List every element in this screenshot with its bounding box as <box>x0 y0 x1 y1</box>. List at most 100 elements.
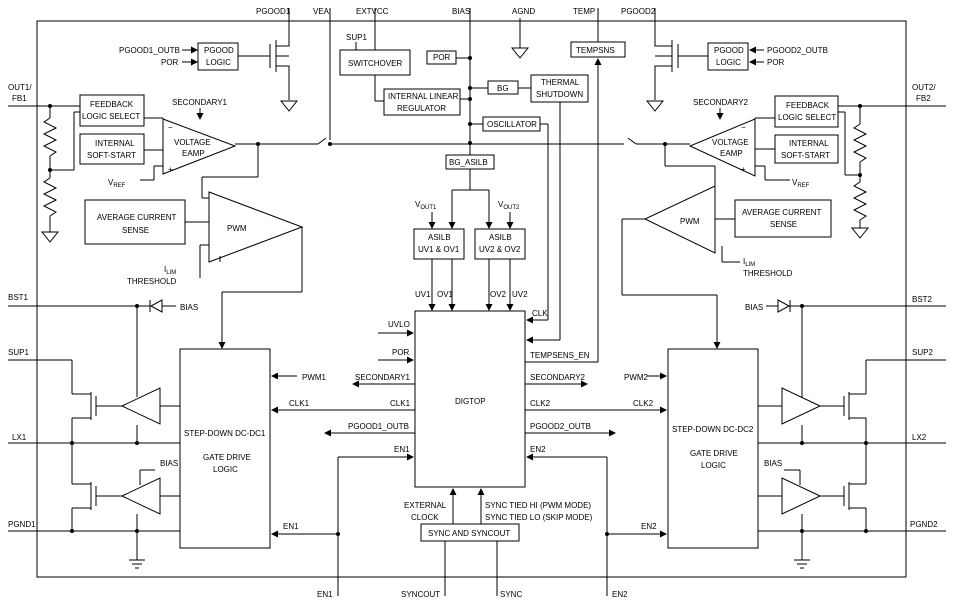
svg-text:AVERAGE CURRENT: AVERAGE CURRENT <box>97 213 177 222</box>
stepdown2-section: STEP-DOWN DC-DC2 GATE DRIVE LOGIC PWM2 E… <box>605 348 759 549</box>
svg-text:SECONDARY2: SECONDARY2 <box>693 98 749 107</box>
svg-text:PGOOD: PGOOD <box>204 46 234 55</box>
svg-text:PGOOD2_OUTB: PGOOD2_OUTB <box>530 422 591 431</box>
pin-agnd: AGND <box>512 7 535 16</box>
svg-text:AVERAGE CURRENT: AVERAGE CURRENT <box>742 208 822 217</box>
svg-text:LOGIC SELECT: LOGIC SELECT <box>82 112 140 121</box>
svg-text:CLOCK: CLOCK <box>411 513 439 522</box>
svg-text:LOGIC: LOGIC <box>716 58 741 67</box>
svg-text:VOUT1: VOUT1 <box>415 200 437 211</box>
bottom-pins: EN1 SYNCOUT SYNC EN2 <box>317 590 628 599</box>
channel2-feedback: OUT2/ FB2 FEEDBACK LOGIC SELECT INTERNAL… <box>470 83 946 239</box>
svg-text:EN2: EN2 <box>612 590 628 599</box>
svg-text:FB1: FB1 <box>12 94 27 103</box>
svg-text:EAMP: EAMP <box>182 149 205 158</box>
digtop-block <box>414 310 526 488</box>
svg-text:FEEDBACK: FEEDBACK <box>786 101 830 110</box>
svg-text:SYNC AND SYNCOUT: SYNC AND SYNCOUT <box>428 529 510 538</box>
svg-text:BIAS: BIAS <box>180 303 198 312</box>
svg-text:BG_ASILB: BG_ASILB <box>449 158 488 167</box>
svg-text:OUT2/: OUT2/ <box>912 83 936 92</box>
svg-text:SWITCHOVER: SWITCHOVER <box>348 59 402 68</box>
soft-start-1 <box>79 133 145 165</box>
svg-text:UV2: UV2 <box>512 290 528 299</box>
pgood2-outb-input: PGOOD2_OUTB <box>767 46 828 55</box>
svg-text:FB2: FB2 <box>916 94 931 103</box>
svg-text:OV2: OV2 <box>490 290 507 299</box>
svg-text:TEMPSNS: TEMPSNS <box>576 46 615 55</box>
digtop-section: DIGTOP CLK TEMPSENS_EN UVLO POR SECONDAR… <box>271 58 667 596</box>
svg-text:EAMP: EAMP <box>720 149 743 158</box>
svg-text:OUT1/: OUT1/ <box>8 83 32 92</box>
svg-text:OSCILLATOR: OSCILLATOR <box>487 120 537 129</box>
tempsns-block <box>570 41 626 58</box>
svg-text:PWM: PWM <box>227 224 247 233</box>
svg-text:GATE DRIVE: GATE DRIVE <box>203 453 251 462</box>
svg-text:BST1: BST1 <box>8 293 29 302</box>
svg-text:LX2: LX2 <box>912 433 927 442</box>
svg-text:SYNC: SYNC <box>500 590 522 599</box>
svg-text:SENSE: SENSE <box>770 220 797 229</box>
svg-text:SYNCOUT: SYNCOUT <box>401 590 440 599</box>
asilb-section: VOUT1 VOUT2 ASILB UV1 & OV1 ASILB UV2 & … <box>413 200 528 311</box>
svg-text:PWM: PWM <box>680 217 700 226</box>
svg-text:SOFT-START: SOFT-START <box>781 151 830 160</box>
svg-text:BIAS: BIAS <box>160 459 178 468</box>
svg-text:CLK: CLK <box>532 309 548 318</box>
svg-text:VOLTAGE: VOLTAGE <box>174 138 211 147</box>
svg-text:FEEDBACK: FEEDBACK <box>90 100 134 109</box>
svg-text:CLK1: CLK1 <box>289 399 310 408</box>
svg-text:EN1: EN1 <box>317 590 333 599</box>
svg-text:CLK1: CLK1 <box>390 399 411 408</box>
svg-text:VREF: VREF <box>108 178 126 189</box>
por-input-1: POR <box>161 58 179 67</box>
svg-text:ASILB: ASILB <box>428 233 451 242</box>
svg-text:LOGIC: LOGIC <box>701 461 726 470</box>
svg-text:BST2: BST2 <box>912 295 933 304</box>
svg-text:ASILB: ASILB <box>489 233 512 242</box>
svg-text:SHUTDOWN: SHUTDOWN <box>536 90 583 99</box>
pin-vea: VEA <box>313 7 330 16</box>
svg-text:−: − <box>741 123 746 132</box>
svg-text:INTERNAL: INTERNAL <box>95 139 135 148</box>
asilb1-block <box>413 228 465 260</box>
por-input-2: POR <box>767 58 785 67</box>
pgood-logic-1 <box>197 42 239 71</box>
svg-text:CLK2: CLK2 <box>633 399 654 408</box>
svg-text:LOGIC: LOGIC <box>206 58 231 67</box>
thermal-shutdown <box>530 74 589 103</box>
svg-text:EN1: EN1 <box>283 522 299 531</box>
svg-text:PWM2: PWM2 <box>624 373 649 382</box>
pin-pgood2: PGOOD2 <box>621 7 656 16</box>
sup1-label: SUP1 <box>346 33 367 42</box>
svg-text:+: + <box>741 165 746 174</box>
svg-text:UV2 & OV2: UV2 & OV2 <box>479 245 521 254</box>
svg-text:VOLTAGE: VOLTAGE <box>712 138 749 147</box>
asilb2-block <box>474 228 526 260</box>
svg-text:POR: POR <box>433 53 451 62</box>
svg-text:LOGIC SELECT: LOGIC SELECT <box>778 113 836 122</box>
avg-current-2 <box>734 199 832 238</box>
soft-start-2 <box>774 134 839 164</box>
svg-text:UVLO: UVLO <box>388 320 410 329</box>
pgood1-section: PGOOD LOGIC PGOOD1_OUTB POR <box>119 40 299 112</box>
pin-pgood1: PGOOD1 <box>256 7 291 16</box>
svg-text:THRESHOLD: THRESHOLD <box>743 269 793 278</box>
internal-regulator <box>383 88 461 116</box>
svg-text:ILIM: ILIM <box>743 257 755 268</box>
svg-text:BG: BG <box>497 84 509 93</box>
svg-text:UV1 & OV1: UV1 & OV1 <box>418 245 460 254</box>
svg-text:UV1: UV1 <box>415 290 431 299</box>
feedback-logic-2 <box>774 95 839 128</box>
channel1-power: BST1 BIAS SUP1 LX1 BIAS <box>8 293 198 569</box>
svg-text:SUP2: SUP2 <box>912 348 933 357</box>
svg-text:THRESHOLD: THRESHOLD <box>127 277 177 286</box>
svg-text:EN1: EN1 <box>394 445 410 454</box>
svg-text:BIAS: BIAS <box>745 303 763 312</box>
svg-text:THERMAL: THERMAL <box>541 78 580 87</box>
ic-border <box>36 20 907 578</box>
svg-text:VREF: VREF <box>792 178 810 189</box>
svg-text:SECONDARY1: SECONDARY1 <box>172 98 228 107</box>
svg-text:EXTERNAL: EXTERNAL <box>404 501 447 510</box>
